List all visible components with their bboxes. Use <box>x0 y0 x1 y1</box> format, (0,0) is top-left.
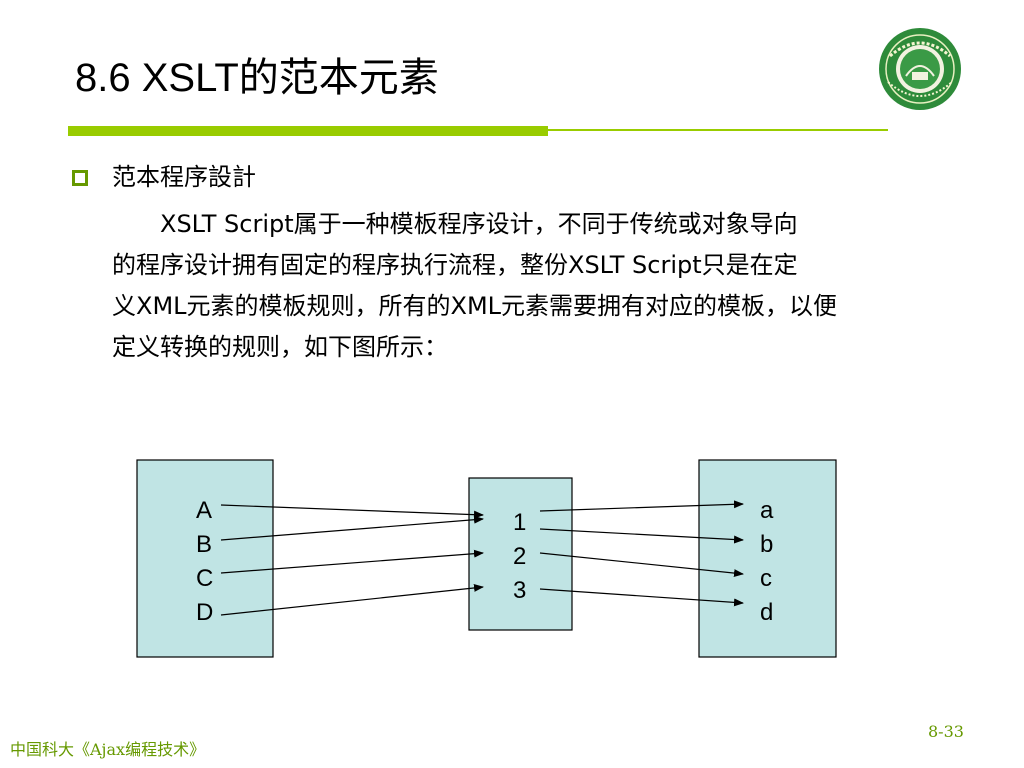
page-title: 8.6 XSLT的范本元素 <box>75 56 439 100</box>
result-item-d: d <box>760 599 773 626</box>
page-number: 8-33 <box>928 722 964 741</box>
paragraph-line-4: 定义转换的规则，如下图所示： <box>112 333 448 361</box>
paragraph-line-1: XSLT Script属于一种模板程序设计，不同于传统或对象导向 <box>112 210 798 238</box>
title-underline-thin <box>548 129 888 131</box>
arrow-b-to-1 <box>220 515 484 541</box>
university-logo-icon <box>879 28 961 110</box>
source-box <box>136 459 274 658</box>
title-underline-thick <box>68 126 548 136</box>
paragraph-line-2: 的程序设计拥有固定的程序执行流程，整份XSLT Script只是在定 <box>112 251 798 279</box>
arrow-2-to-c <box>539 552 744 578</box>
template-item-1: 1 <box>513 509 526 536</box>
arrow-3-to-d <box>539 588 744 607</box>
arrow-1-to-b <box>539 528 744 544</box>
result-item-b: b <box>760 531 773 558</box>
source-item-c: C <box>196 565 213 592</box>
result-item-c: c <box>760 565 772 592</box>
footer-source: 中国科大《Ajax编程技术》 <box>10 740 206 759</box>
paragraph-line-3: 义XML元素的模板规则，所有的XML元素需要拥有对应的模板，以便 <box>112 292 838 320</box>
result-item-a: a <box>760 497 774 524</box>
template-item-3: 3 <box>513 577 526 604</box>
arrow-a-to-1 <box>220 504 484 519</box>
arrow-c-to-2 <box>220 549 484 574</box>
arrow-1-to-a <box>539 500 744 512</box>
bullet-heading: 范本程序設計 <box>112 163 256 191</box>
bullet-marker <box>72 170 88 186</box>
result-box <box>698 459 837 658</box>
source-item-a: A <box>196 497 212 524</box>
source-item-d: D <box>196 599 213 626</box>
template-item-2: 2 <box>513 543 526 570</box>
arrow-d-to-3 <box>220 583 484 616</box>
source-item-b: B <box>196 531 212 558</box>
